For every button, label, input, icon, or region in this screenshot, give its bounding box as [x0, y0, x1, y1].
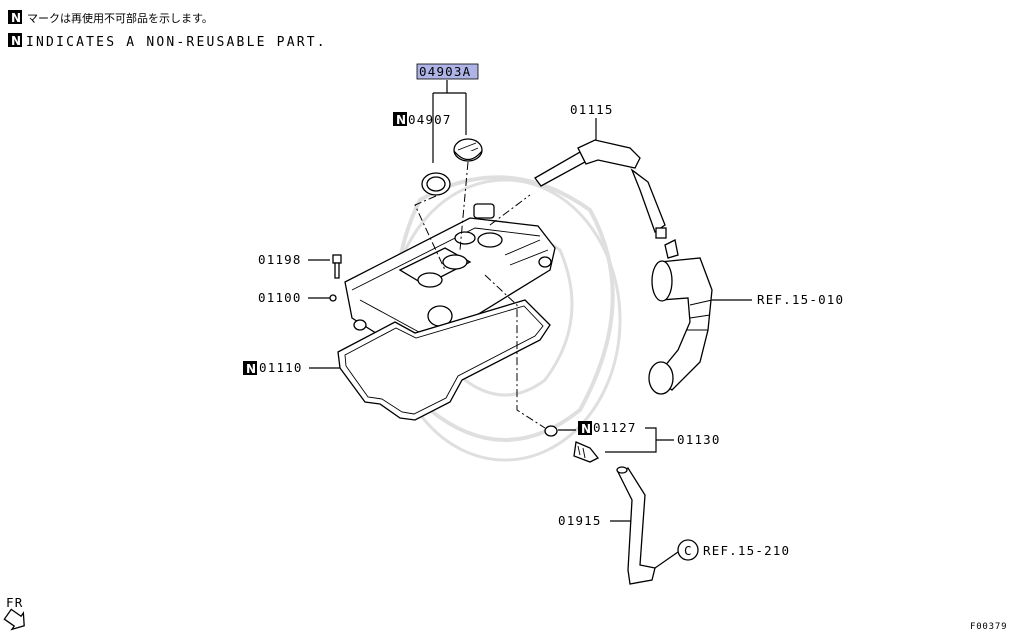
part-01110-callout[interactable]: N 01110 — [243, 360, 340, 376]
non-reusable-badge-icon — [393, 112, 407, 126]
pcv-valve-ribs — [577, 445, 586, 459]
badge-04907: N — [396, 113, 406, 127]
ref-15-010-callout[interactable]: REF.15-010 — [712, 292, 844, 307]
ref-c-circle — [677, 539, 699, 561]
direction-arrow-icon — [3, 608, 25, 631]
part-04907-callout[interactable]: N 04907 — [393, 112, 452, 196]
part-01130-leader — [605, 427, 674, 453]
non-reusable-badge-icon — [8, 33, 22, 47]
part-01198-label: 01198 — [258, 252, 302, 267]
part-04903A-label: 04903A — [419, 64, 471, 79]
part-01130-label: 01130 — [677, 432, 721, 447]
legend-english-text: INDICATES A NON-REUSABLE PART. — [26, 35, 327, 50]
direction-label: FR — [6, 595, 23, 610]
legend-badge-text: N — [11, 11, 21, 25]
legend-badge-text-2: N — [11, 34, 21, 48]
part-04907-label: 04907 — [408, 112, 452, 127]
hose-01115-end — [655, 227, 667, 239]
part-04903A-highlight — [416, 63, 479, 80]
bolt-head — [332, 254, 342, 264]
part-04903A-leader — [432, 80, 467, 163]
hose-01115-tube — [630, 168, 666, 234]
oil-filler-cap — [453, 138, 483, 162]
non-reusable-badge-icon — [578, 421, 592, 435]
direction-indicator: FR — [3, 595, 25, 631]
ref-15-010-label: REF.15-010 — [757, 292, 844, 307]
hose-01915-end — [616, 466, 628, 474]
air-intake-hose — [648, 239, 713, 395]
badge-01127: N — [581, 422, 591, 436]
bolt-shank — [334, 262, 340, 279]
non-reusable-badge-icon — [8, 10, 22, 24]
hose-01115-elbow — [577, 139, 641, 169]
rocker-cover-gasket — [337, 299, 551, 421]
part-01130-callout[interactable]: 01130 — [573, 427, 721, 463]
hose-01115-pipe — [534, 151, 586, 187]
part-01100-callout[interactable]: 01100 — [258, 290, 337, 305]
oring-01127 — [544, 425, 558, 437]
non-reusable-badge-icon — [243, 361, 257, 375]
assembly-lines — [414, 161, 546, 429]
hose-01915 — [617, 467, 656, 585]
part-01198-callout[interactable]: 01198 — [258, 252, 342, 279]
part-01110-label: 01110 — [259, 360, 303, 375]
part-01127-label: 01127 — [593, 420, 637, 435]
pcv-valve — [573, 441, 600, 463]
ref-c-badge: C — [684, 543, 693, 558]
legend: N マークは再使用不可部品を示します。 N INDICATES A NON-RE… — [8, 10, 327, 50]
part-01915-label: 01915 — [558, 513, 602, 528]
oring-04907-inner — [426, 176, 446, 192]
part-01115-label: 01115 — [570, 102, 614, 117]
part-01127-callout[interactable]: N 01127 — [544, 420, 637, 437]
part-04903A-callout[interactable]: 04903A — [416, 63, 479, 163]
figure-id: F00379 — [970, 622, 1007, 632]
rocker-cover — [344, 203, 556, 353]
part-01100-marker — [329, 294, 337, 302]
badge-01110: N — [246, 362, 256, 376]
part-01100-label: 01100 — [258, 290, 302, 305]
part-01915-callout[interactable]: 01915 — [558, 466, 656, 585]
part-01115-callout[interactable]: 01115 — [534, 102, 667, 239]
legend-japanese-text: マークは再使用不可部品を示します。 — [27, 11, 213, 25]
ref-15-210-label: REF.15-210 — [703, 543, 790, 558]
ref-15-210-leader — [654, 551, 679, 569]
ref-15-210-callout[interactable]: C REF.15-210 — [654, 539, 790, 569]
